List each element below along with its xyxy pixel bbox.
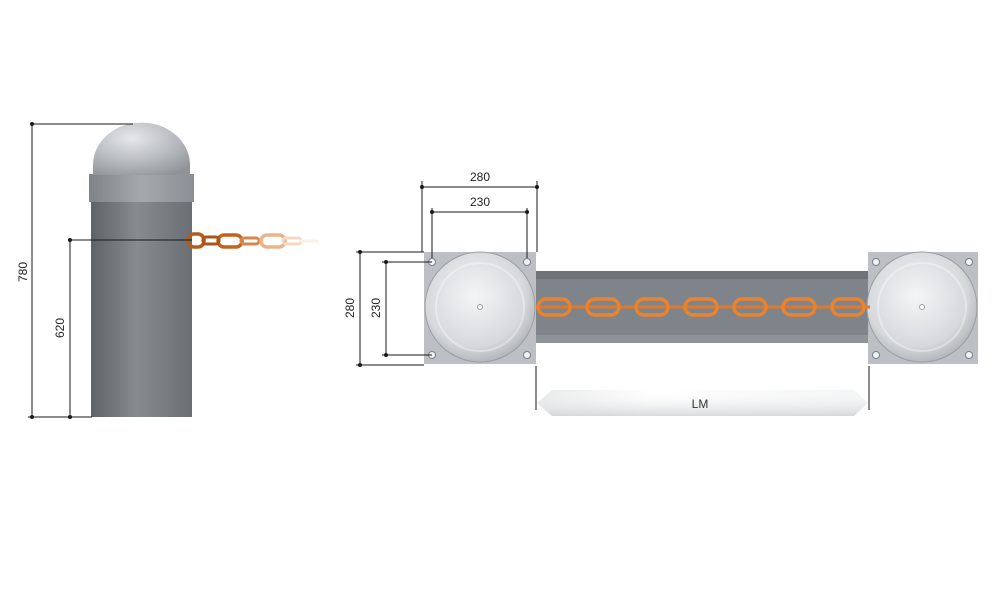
bolt-height-label: 230 xyxy=(369,298,383,318)
post-collar xyxy=(89,174,194,202)
post-dome-cap xyxy=(93,122,190,175)
bolt-width-label: 230 xyxy=(470,195,490,209)
top-chain xyxy=(536,297,870,317)
left-plate-bolts xyxy=(428,258,531,359)
side-chain xyxy=(186,232,318,249)
span-label: LM xyxy=(692,397,709,411)
bollard-side-view: 780 620 xyxy=(16,122,318,419)
top-view: 280 230 280 230 LM xyxy=(343,170,978,416)
right-plate-bolts xyxy=(872,258,973,359)
chain-height-label: 620 xyxy=(53,318,67,338)
plate-width-label: 280 xyxy=(470,170,490,184)
plate-height-label: 280 xyxy=(343,298,357,318)
post-body xyxy=(91,200,192,417)
post-height-label: 780 xyxy=(16,262,30,282)
